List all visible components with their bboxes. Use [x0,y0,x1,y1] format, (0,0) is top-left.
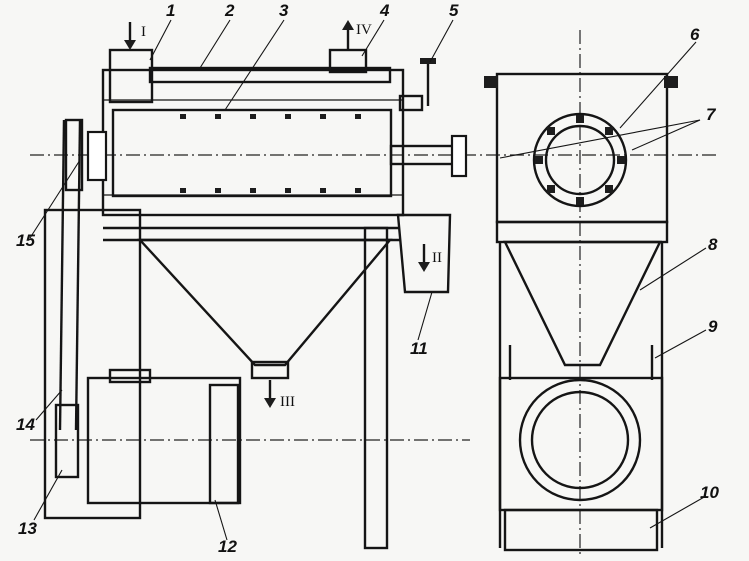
motor [86,376,242,505]
rotor-beaters [535,115,625,205]
front-view [484,30,678,556]
callout-6: 6 [690,25,700,44]
callout-1: 1 [166,1,175,20]
cover [148,66,392,84]
callout-14: 14 [16,415,35,434]
callout-12: 12 [218,537,237,556]
callout-8: 8 [708,235,718,254]
callout-13: 13 [18,519,37,538]
chute-11 [396,213,452,294]
belt-left [58,119,66,431]
callouts: 1 2 3 4 5 6 7 8 9 10 11 12 13 14 15 [16,1,719,556]
sieve-drum [111,108,393,198]
motor-flange [518,378,642,502]
inlet-pipe [108,48,154,104]
callout-3: 3 [279,1,289,20]
callout-5: 5 [449,1,459,20]
callout-15: 15 [16,231,35,250]
flow-label-II: II [432,250,442,266]
flow-label-I: I [141,24,146,40]
base-10 [503,508,659,552]
front-hopper [503,240,662,367]
rotor-inner [544,124,616,196]
callout-4: 4 [379,1,390,20]
drum-beaters [180,114,361,193]
side-view [30,48,720,550]
callout-2: 2 [224,1,235,20]
callout-9: 9 [708,317,718,336]
drum-pulley [64,118,84,192]
motor-pulley [54,403,80,479]
rotor-outer [532,112,628,208]
callout-7: 7 [706,105,717,124]
bearing-left [86,130,108,182]
housing [101,68,405,217]
bearing-right [450,134,468,178]
leg-right [363,226,389,550]
flow-labels: I II III IV [141,22,442,410]
leader-lines [29,19,707,541]
adjusting-screw [398,58,436,112]
flow-label-III: III [280,394,295,410]
callout-10: 10 [700,483,719,502]
callout-11: 11 [410,339,428,358]
flow-arrows [124,20,430,408]
flow-label-IV: IV [356,22,372,38]
hopper-III [137,238,393,367]
frame-left [43,208,142,520]
motor-plate [498,376,664,512]
